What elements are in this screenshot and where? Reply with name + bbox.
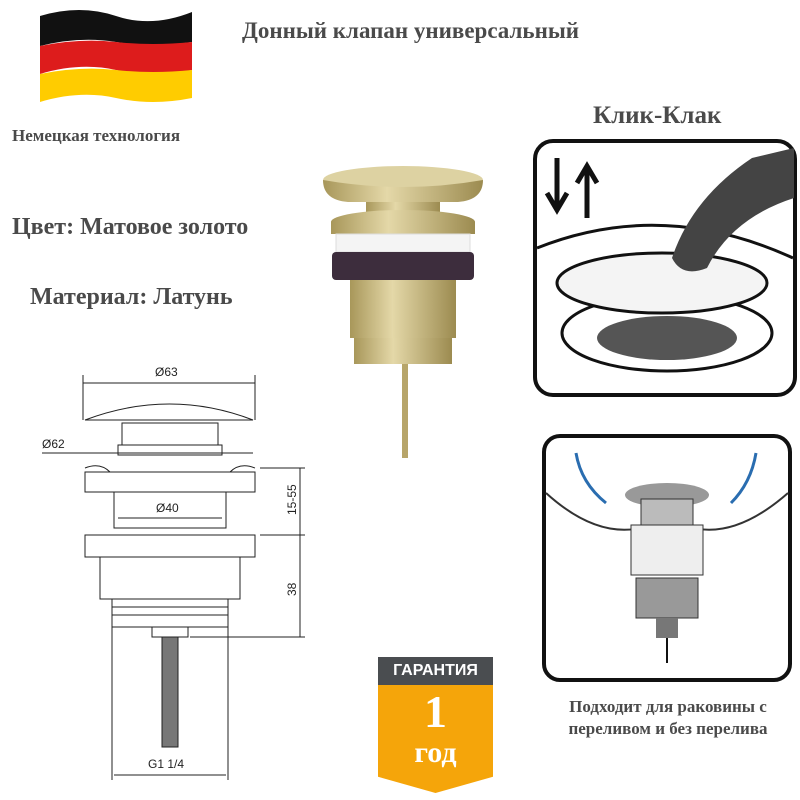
technical-drawing: Ø63 Ø62 Ø40 15-55 38 G1 1/4 [42,365,305,780]
dim-body-diameter: Ø40 [156,501,179,515]
german-flag-icon [40,10,192,102]
warranty-header: ГАРАНТИЯ [378,657,493,685]
material-label: Материал: Латунь [30,284,233,310]
dim-cap-diameter: Ø63 [155,365,178,379]
mechanism-label: Клик-Клак [593,102,722,129]
warranty-body [378,685,493,793]
warranty-badge: ГАРАНТИЯ 1 год [378,657,493,793]
warranty-value: 1 [424,686,447,737]
page-title: Донный клапан универсальный [242,18,580,43]
sink-installation-illustration [542,434,792,682]
compatibility-text: Подходит для раковины с переливом и без … [568,697,768,738]
color-label: Цвет: Матовое золото [12,214,249,240]
dim-thread: G1 1/4 [148,757,184,771]
origin-label: Немецкая технология [12,126,181,145]
dim-thickness: 15-55 [285,484,299,515]
dim-height: 38 [285,582,299,596]
product-image [323,166,483,458]
dim-flange-diameter: Ø62 [42,437,65,451]
warranty-unit: год [414,736,457,769]
click-clack-illustration [533,139,797,397]
